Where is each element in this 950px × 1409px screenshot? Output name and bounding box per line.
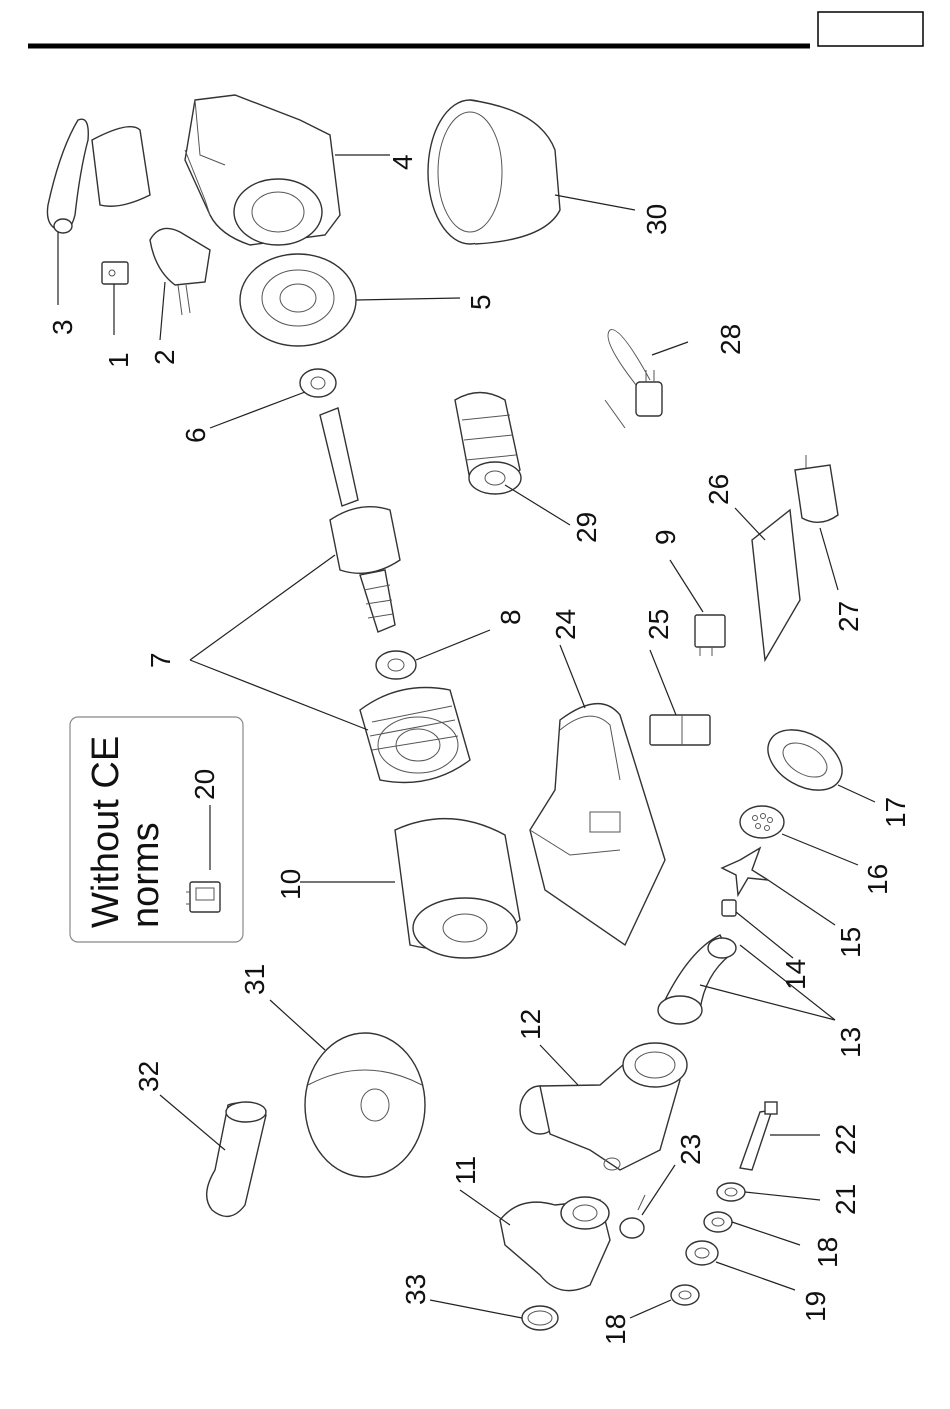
part-29-grater-drum (455, 393, 521, 495)
callout-1: 1 (103, 352, 134, 368)
callout-10: 10 (275, 869, 306, 900)
callout-2: 2 (149, 349, 180, 365)
part-13-auger (658, 935, 736, 1024)
part-5-ring-cover (240, 254, 356, 346)
callout-18-upper: 18 (812, 1237, 843, 1268)
part-1-switch (102, 262, 128, 284)
callout-15: 15 (835, 927, 866, 958)
part-20-switch (186, 882, 220, 912)
part-7-rotor (320, 408, 400, 632)
part-4-motor-housing (185, 95, 340, 245)
callout-24: 24 (550, 609, 581, 640)
part-18-washer-lower (671, 1285, 699, 1305)
callout-20: 20 (189, 769, 220, 800)
callout-32: 32 (133, 1061, 164, 1092)
part-12-grinder-body (520, 1043, 687, 1170)
part-33-ring-seal (522, 1306, 558, 1330)
callout-4: 4 (387, 154, 418, 170)
note-box-line2: norms (125, 822, 167, 928)
callout-5: 5 (465, 294, 496, 310)
callout-11: 11 (450, 1156, 481, 1185)
note-box: Without CE norms 20 (70, 717, 243, 942)
part-3-handle (47, 119, 150, 233)
callout-27: 27 (833, 601, 864, 632)
callout-7: 7 (145, 652, 176, 668)
part-6-bearing (300, 369, 336, 397)
part-21-washer (717, 1183, 745, 1201)
part-16-cutting-plate (740, 806, 784, 838)
part-24-housing-cover (530, 704, 665, 945)
part-18-washer-upper (704, 1212, 732, 1232)
callout-25: 25 (643, 609, 674, 640)
page-number-box (818, 12, 923, 46)
part-25-switch-block (650, 715, 710, 745)
callout-30: 30 (641, 204, 672, 235)
part-28-power-cord (605, 330, 662, 428)
callout-19: 19 (800, 1291, 831, 1322)
callout-13: 13 (835, 1027, 866, 1058)
part-22-shaft-pin (740, 1102, 777, 1170)
part-30-bowl (428, 100, 560, 244)
part-32-pusher (207, 1102, 266, 1216)
callout-23: 23 (675, 1134, 706, 1165)
part-11-outlet-head (500, 1197, 610, 1291)
part-7-stator (360, 688, 470, 783)
part-26-plate (752, 510, 800, 660)
callout-8: 8 (495, 609, 526, 625)
callout-22: 22 (830, 1124, 861, 1155)
callout-21: 21 (830, 1184, 861, 1215)
callout-16: 16 (862, 864, 893, 895)
part-23-knob-screw (620, 1195, 645, 1238)
note-box-line1: Without CE (85, 736, 127, 928)
part-10-motor-core (395, 819, 520, 958)
callout-12: 12 (515, 1009, 546, 1040)
callout-26: 26 (703, 474, 734, 505)
callout-6: 6 (180, 427, 211, 443)
callout-29: 29 (571, 512, 602, 543)
callout-33: 33 (400, 1274, 431, 1305)
part-9-relay (695, 615, 725, 656)
callout-18-lower: 18 (600, 1314, 631, 1345)
part-14-pin (722, 900, 736, 916)
callout-3: 3 (47, 319, 78, 335)
part-8-bearing (376, 651, 416, 679)
callout-14: 14 (780, 959, 811, 990)
callout-31: 31 (239, 964, 270, 995)
part-15-knife (722, 848, 768, 895)
callout-28: 28 (715, 324, 746, 355)
part-2-cable-clamp (150, 228, 210, 315)
part-31-hopper-tray (305, 1033, 425, 1177)
callout-17: 17 (880, 797, 911, 828)
callout-9: 9 (650, 529, 681, 545)
part-19-gear (686, 1241, 718, 1265)
part-17-ring-nut (757, 717, 852, 802)
part-27-capacitor (795, 455, 838, 522)
